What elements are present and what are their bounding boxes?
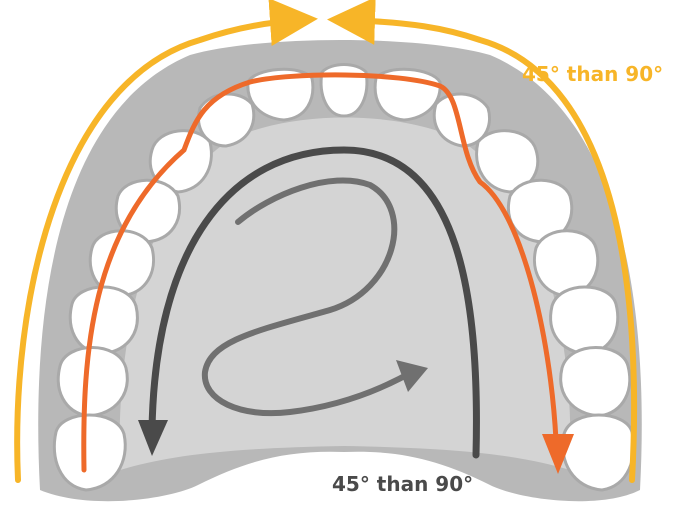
tooth (561, 348, 630, 417)
angle-label-outer: 45° than 90° (522, 62, 663, 86)
tooth (321, 65, 367, 117)
tooth (70, 287, 137, 354)
tooth (551, 287, 618, 354)
tooth (58, 348, 127, 417)
angle-label-inner: 45° than 90° (332, 472, 473, 496)
